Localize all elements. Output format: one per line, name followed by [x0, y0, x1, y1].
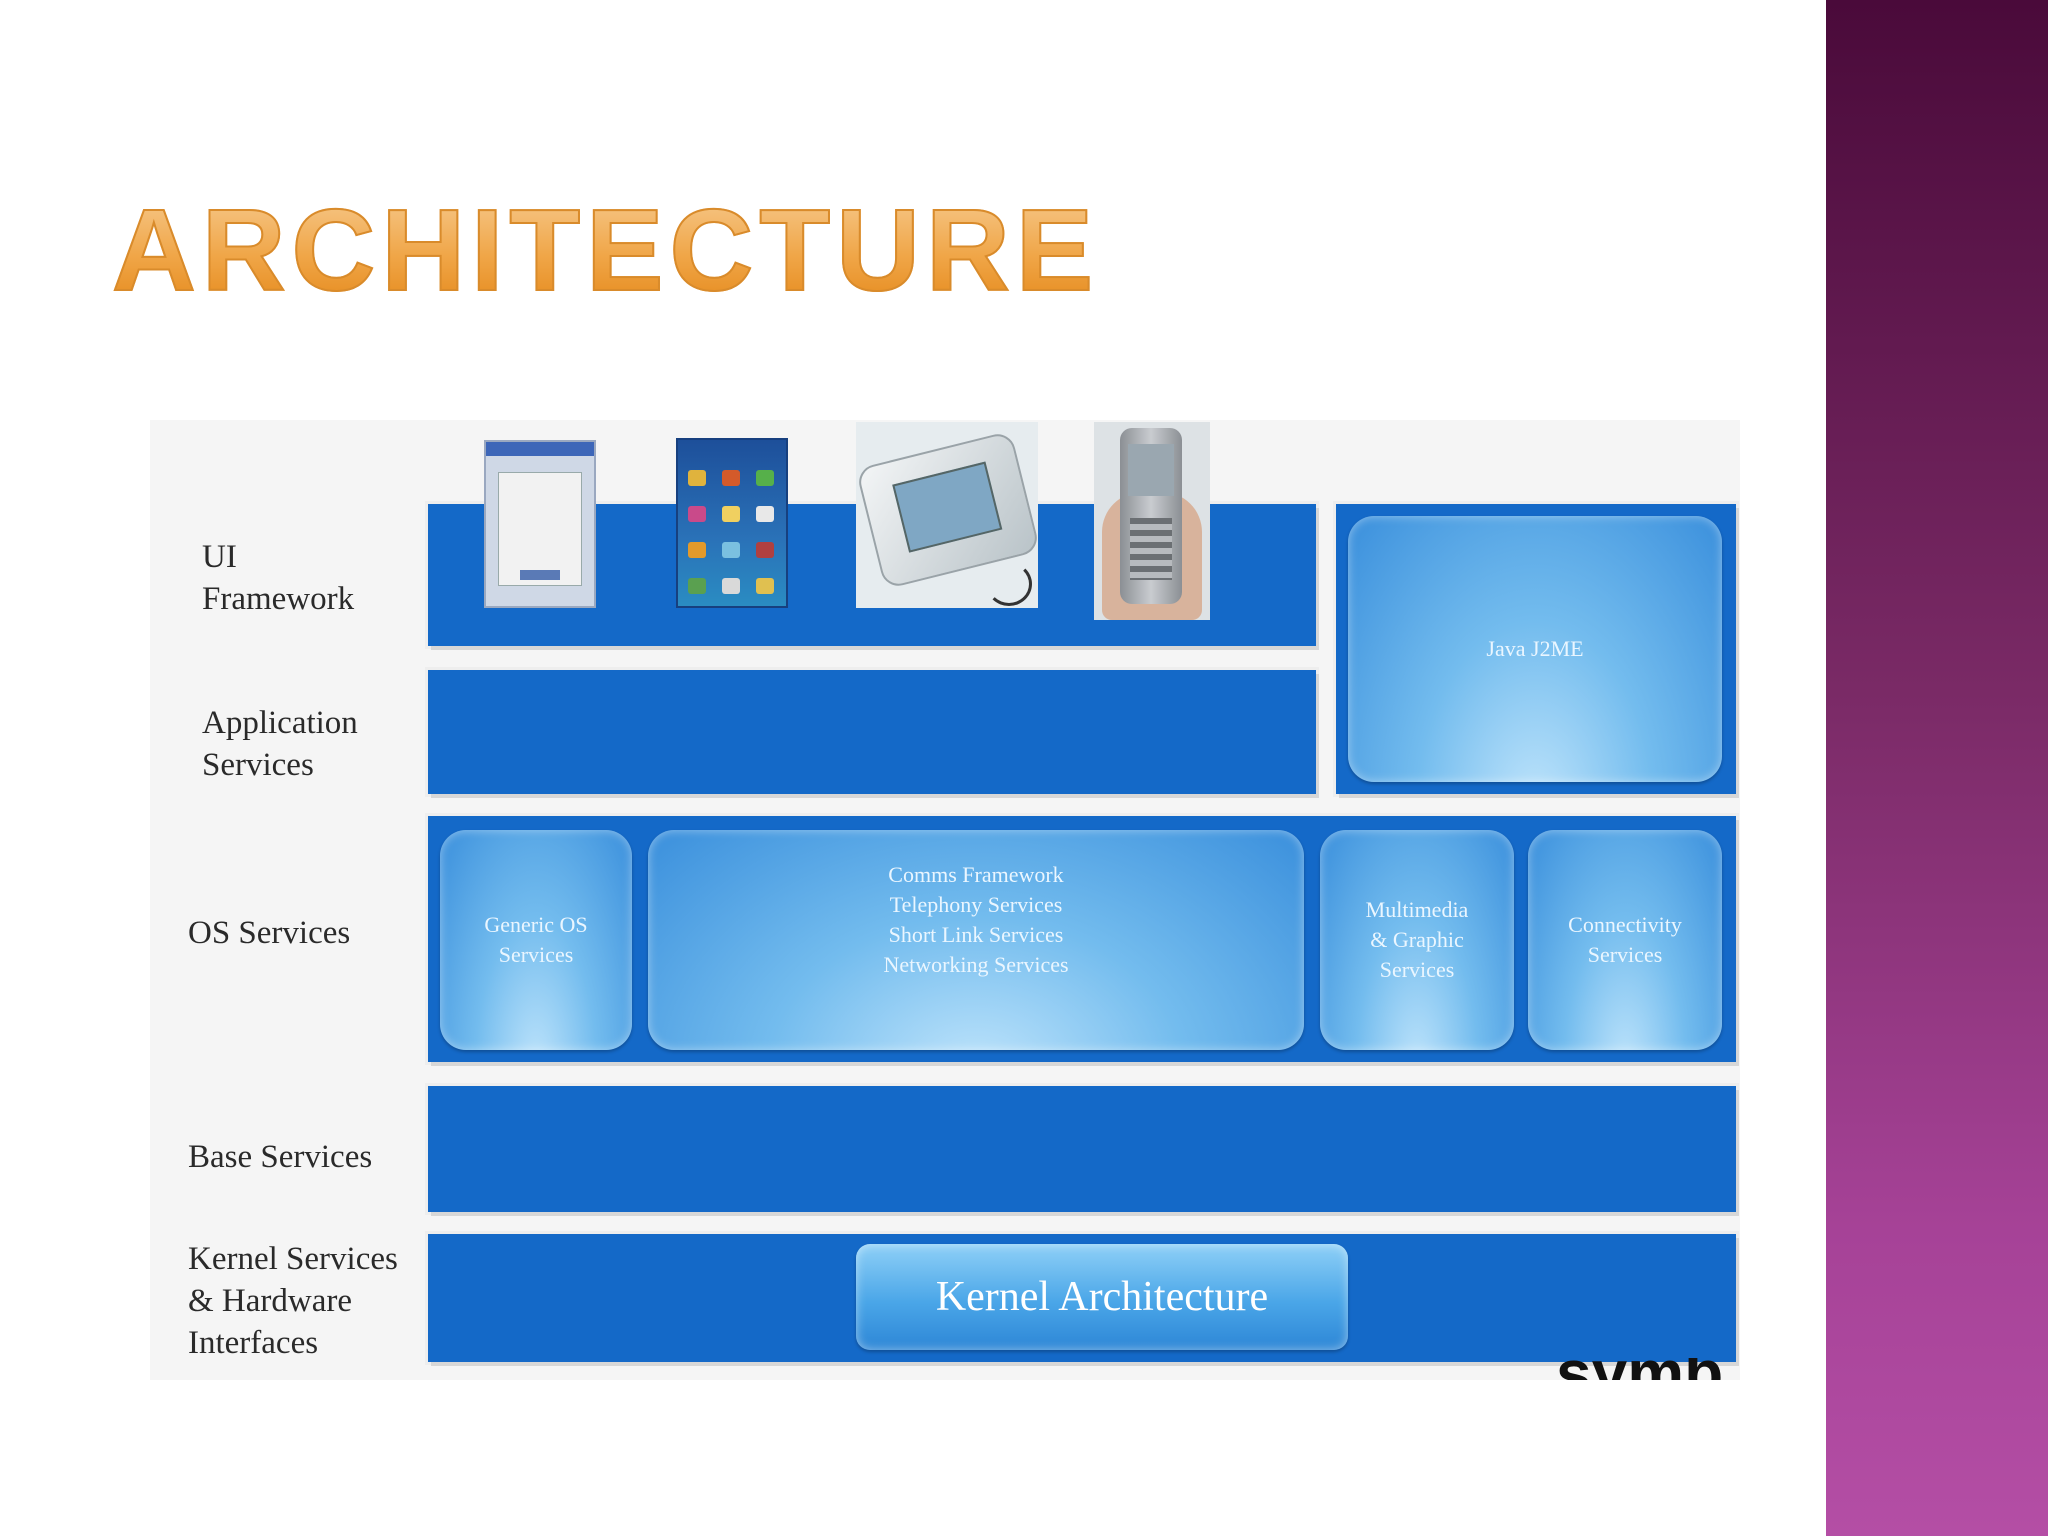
handheld-phone-image: [1094, 422, 1210, 620]
label-ui-framework: UI Framework: [202, 539, 355, 617]
label-kernel-services: Kernel Services & Hardware Interfaces: [188, 1241, 398, 1361]
kernel-architecture-box: Kernel Architecture: [856, 1244, 1348, 1350]
java-j2me-box: Java J2ME: [1348, 516, 1722, 782]
generic-os-services-box: Generic OS Services: [440, 830, 632, 1050]
label-base-services: Base Services: [188, 1139, 373, 1175]
emulator-screenshot-image: [484, 440, 596, 608]
communicator-device-image: [855, 422, 1041, 608]
cropped-logo-text: symb: [1556, 1358, 1740, 1380]
slide-title: Architecture: [111, 185, 1100, 315]
decorative-side-band: [1826, 0, 2048, 1536]
band-application-services: [428, 670, 1316, 794]
phone-menu-screenshot-image: [676, 438, 788, 608]
label-os-services: OS Services: [188, 915, 351, 951]
multimedia-graphic-services-box: Multimedia & Graphic Services: [1320, 830, 1514, 1050]
comms-framework-box: Comms Framework Telephony Services Short…: [648, 830, 1304, 1050]
band-base-services: [428, 1086, 1736, 1212]
connectivity-services-box: Connectivity Services: [1528, 830, 1722, 1050]
label-application-services: Application Services: [202, 705, 358, 783]
